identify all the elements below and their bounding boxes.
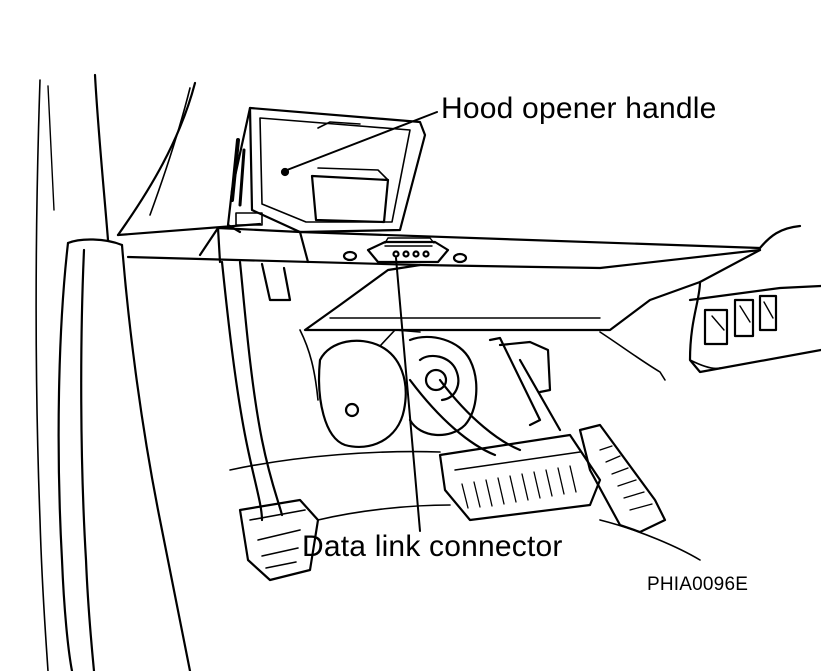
door-pillar xyxy=(36,75,190,671)
center-mechanism xyxy=(300,330,476,447)
lower-dash-panel xyxy=(128,228,760,330)
left-pedal-assembly xyxy=(222,262,318,580)
figure-code: PHIA0096E xyxy=(647,574,749,595)
hood-opener-handle-label: Hood opener handle xyxy=(441,92,717,125)
hood-opener-leader-line xyxy=(287,112,437,170)
floor-contour xyxy=(230,452,700,560)
data-link-connector-label: Data link connector xyxy=(302,530,563,563)
right-switch-panel xyxy=(600,226,821,380)
hood-opener-handle-drawing xyxy=(228,108,425,232)
right-pedals xyxy=(410,338,665,532)
dash-upper xyxy=(118,83,260,235)
data-link-connector-leader-line xyxy=(396,258,420,531)
callout-leaders xyxy=(287,112,437,531)
